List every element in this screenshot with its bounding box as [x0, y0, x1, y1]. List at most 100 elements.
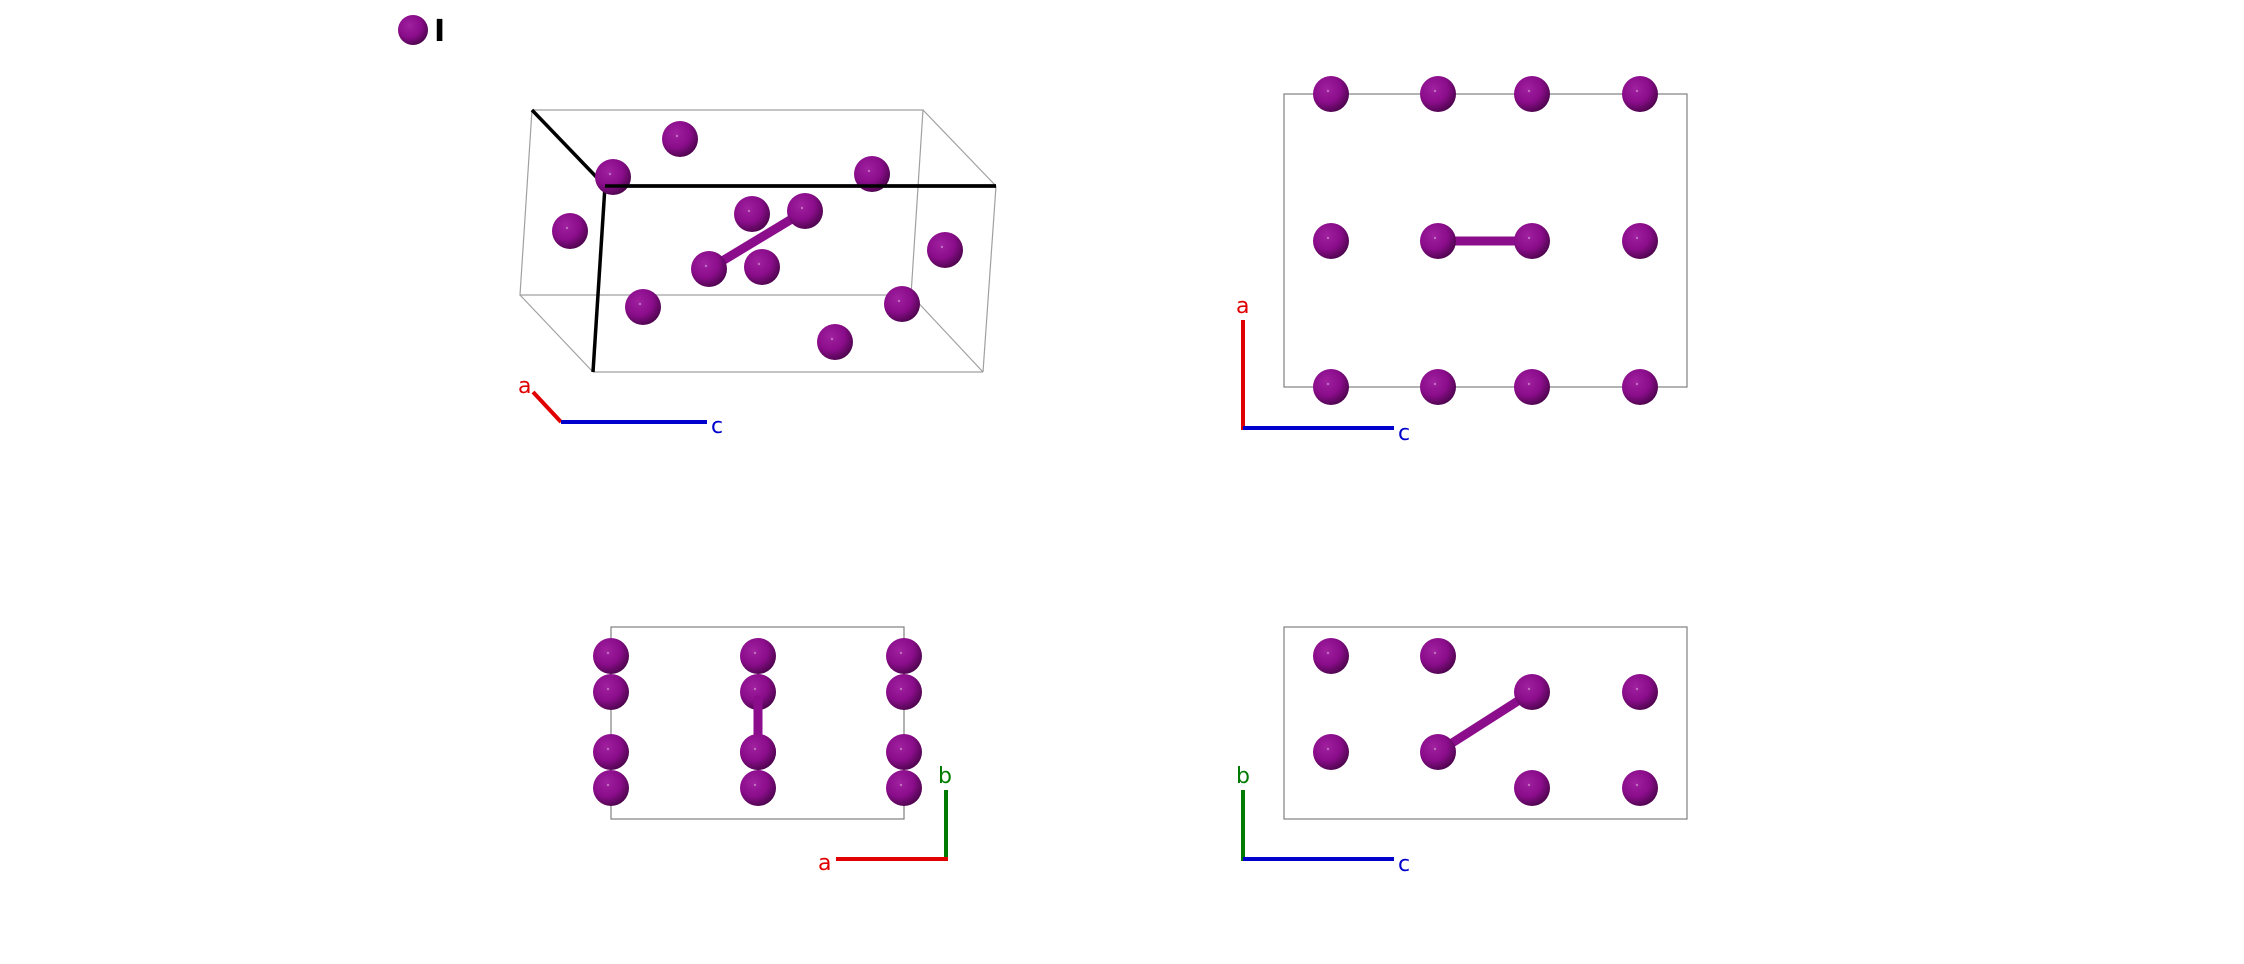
atom	[927, 232, 963, 268]
atom-highlight	[1527, 89, 1531, 93]
axis-a-line	[531, 390, 563, 424]
atom	[593, 638, 629, 674]
axis-indicator: a c	[1236, 294, 1410, 446]
atom-highlight	[1527, 236, 1531, 240]
atom	[1622, 674, 1658, 710]
atom	[1514, 770, 1550, 806]
atom-highlight	[800, 206, 804, 210]
atom-highlight	[1433, 382, 1437, 386]
atom-highlight	[753, 747, 757, 751]
atom-highlight	[899, 783, 903, 787]
atom-highlight	[638, 302, 642, 306]
unit-cell	[1283, 626, 1688, 820]
axis-indicator: b a	[818, 764, 952, 876]
panel-perspective: a c	[518, 108, 997, 439]
atom-highlight	[753, 687, 757, 691]
atom	[691, 251, 727, 287]
atom	[1313, 76, 1349, 112]
atom-highlight	[1326, 382, 1330, 386]
axis-indicator: b c	[1236, 764, 1410, 877]
atom	[740, 734, 776, 770]
axis-b-label: b	[1236, 764, 1250, 789]
axis-a-label: a	[818, 851, 831, 876]
atom	[744, 249, 780, 285]
atom	[593, 770, 629, 806]
atom-highlight	[1326, 651, 1330, 655]
panel-view-along-a: b c	[1236, 626, 1688, 877]
bond	[1433, 687, 1537, 757]
atoms	[552, 121, 996, 360]
atom-highlight	[753, 651, 757, 655]
atom	[740, 638, 776, 674]
unit-cell	[1283, 93, 1688, 388]
legend: I	[398, 14, 445, 49]
atom-highlight	[940, 245, 944, 249]
atom	[1313, 638, 1349, 674]
atom	[1313, 734, 1349, 770]
axis-indicator: a c	[518, 374, 723, 439]
atom	[1313, 223, 1349, 259]
atom-highlight	[608, 172, 612, 176]
unit-cell	[610, 626, 905, 820]
atom-highlight	[899, 651, 903, 655]
atom	[1514, 674, 1550, 710]
axis-c-label: c	[711, 414, 723, 439]
axis-c-label: c	[1398, 852, 1410, 877]
atom-highlight	[753, 783, 757, 787]
atom	[552, 213, 588, 249]
atom-highlight	[606, 651, 610, 655]
atom	[787, 193, 823, 229]
atom-highlight	[1527, 382, 1531, 386]
atom	[734, 196, 770, 232]
axis-c-label: c	[1398, 421, 1410, 446]
panel-view-along-b: a c	[1236, 76, 1688, 446]
atom	[1514, 76, 1550, 112]
atoms	[1313, 638, 1658, 806]
atom-highlight	[1433, 89, 1437, 93]
atom-highlight	[704, 264, 708, 268]
atom	[740, 674, 776, 710]
atom-highlight	[1635, 687, 1639, 691]
atom-highlight	[897, 299, 901, 303]
axis-a-label: a	[518, 374, 531, 399]
atom-highlight	[606, 687, 610, 691]
atom	[886, 770, 922, 806]
atom-highlight	[1635, 783, 1639, 787]
atom-highlight	[1635, 382, 1639, 386]
atom	[886, 734, 922, 770]
atom-highlight	[757, 262, 761, 266]
atoms	[593, 638, 922, 806]
atom-highlight	[565, 226, 569, 230]
atom-highlight	[1326, 89, 1330, 93]
atom	[886, 674, 922, 710]
atom	[1420, 369, 1456, 405]
atom	[625, 289, 661, 325]
atom	[1622, 223, 1658, 259]
atom	[1622, 770, 1658, 806]
atom	[593, 674, 629, 710]
atom-highlight	[1527, 687, 1531, 691]
axis-a-label: a	[1236, 294, 1249, 319]
atom	[1420, 638, 1456, 674]
atom-highlight	[675, 134, 679, 138]
atom	[886, 638, 922, 674]
atom	[884, 286, 920, 322]
atom-highlight	[1433, 236, 1437, 240]
atom	[1313, 369, 1349, 405]
atom	[817, 324, 853, 360]
atom-highlight	[606, 783, 610, 787]
atom-highlight	[747, 209, 751, 213]
atom-highlight	[1527, 783, 1531, 787]
atom-highlight	[1635, 89, 1639, 93]
atom	[1514, 369, 1550, 405]
atom-highlight	[899, 687, 903, 691]
atom	[1420, 223, 1456, 259]
atom	[1622, 76, 1658, 112]
panel-view-along-c: b a	[593, 626, 952, 876]
atom-highlight	[899, 747, 903, 751]
atoms	[1313, 76, 1658, 405]
atom-highlight	[1433, 651, 1437, 655]
atom	[1420, 76, 1456, 112]
atom-highlight	[1326, 747, 1330, 751]
